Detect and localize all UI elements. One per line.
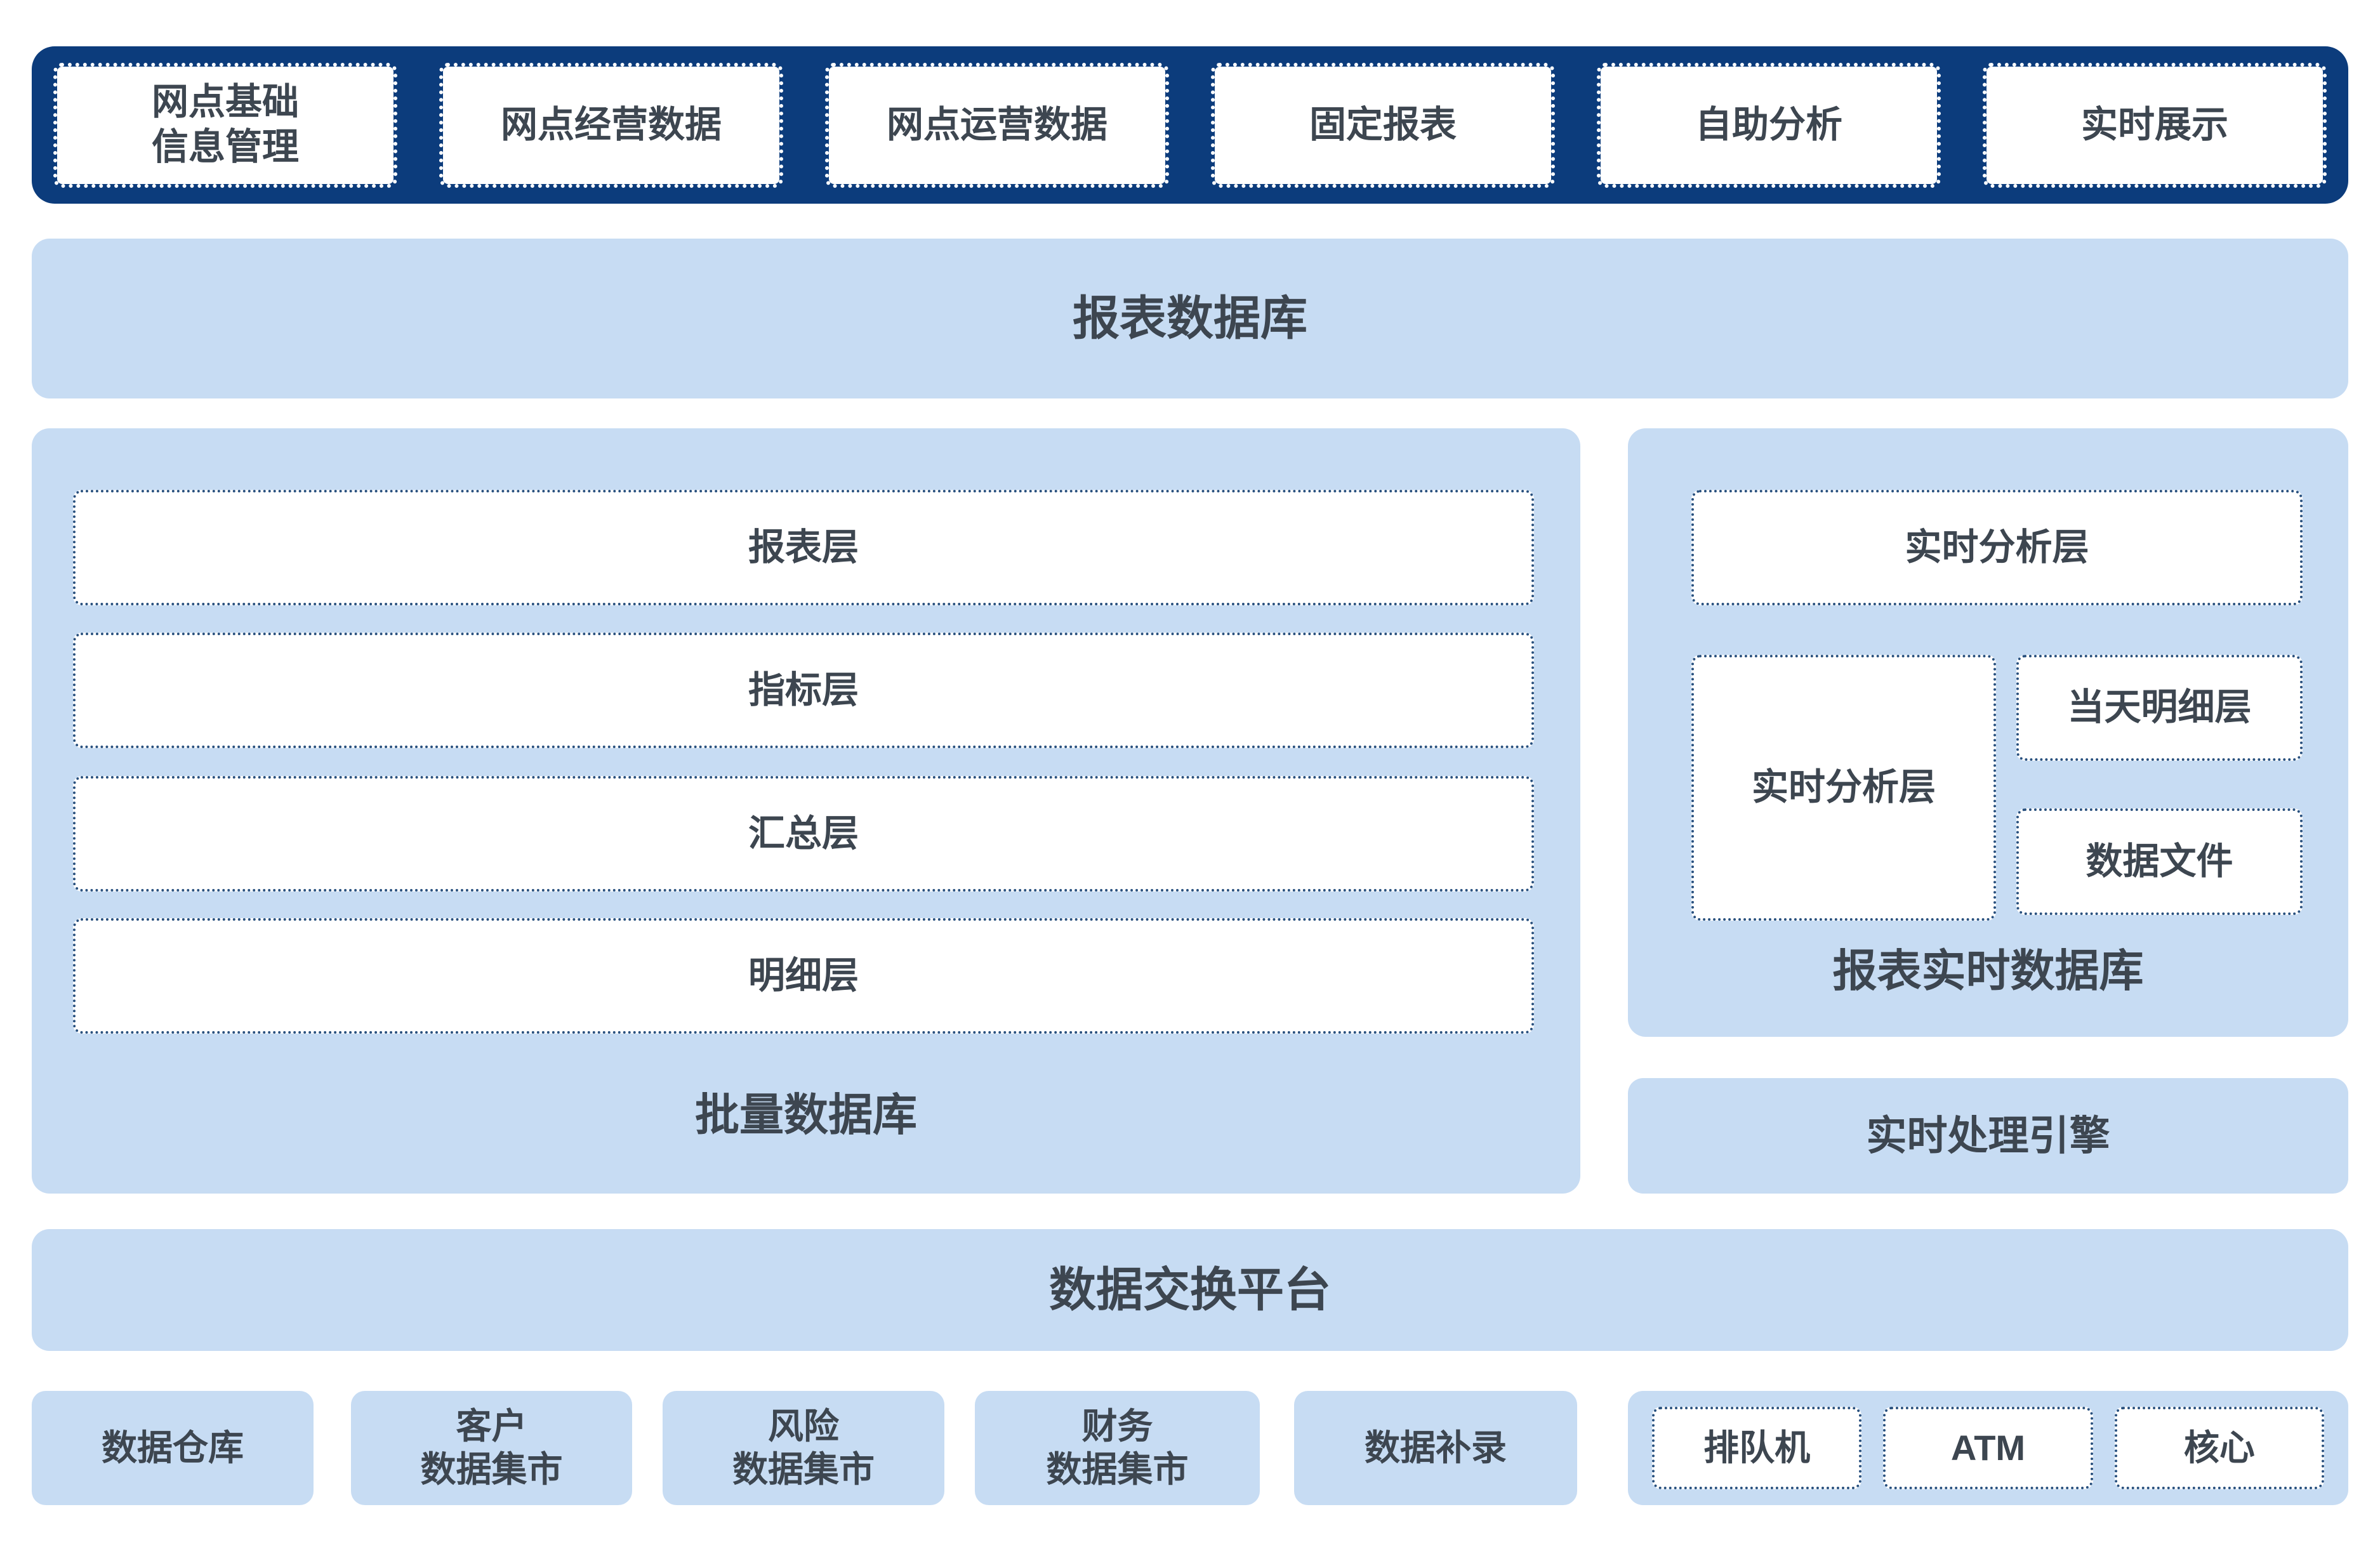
top-box-branch-info-label: 网点基础 信息管理 bbox=[151, 81, 299, 168]
source-box-finance-mart-label: 财务 数据集市 bbox=[1046, 1405, 1189, 1489]
channel-box-queue-machine-label: 排队机 bbox=[1703, 1427, 1811, 1468]
batch-database-title: 批量数据库 bbox=[32, 1068, 1580, 1163]
top-box-branch-operation-data-label: 网点运营数据 bbox=[886, 103, 1107, 145]
today-detail-label: 当天明细层 bbox=[2067, 687, 2252, 728]
layer-box-report-label: 报表层 bbox=[748, 526, 859, 568]
realtime-analysis-left-label: 实时分析层 bbox=[1751, 767, 1936, 808]
layer-box-summary-label: 汇总层 bbox=[748, 812, 859, 854]
top-box-fixed-report: 固定报表 bbox=[1211, 62, 1555, 188]
channel-box-core-label: 核心 bbox=[2183, 1427, 2255, 1468]
source-box-customer-mart: 客户 数据集市 bbox=[351, 1391, 632, 1505]
source-box-data-supplement: 数据补录 bbox=[1294, 1391, 1577, 1505]
layer-box-detail-label: 明细层 bbox=[748, 954, 859, 996]
source-box-risk-mart-label: 风险 数据集市 bbox=[732, 1405, 875, 1489]
batch-database-panel: 报表层 指标层 汇总层 明细层 批量数据库 bbox=[32, 428, 1580, 1194]
layer-box-indicator: 指标层 bbox=[73, 633, 1534, 748]
layer-box-indicator-label: 指标层 bbox=[748, 669, 859, 711]
application-layer-bar: 网点基础 信息管理 网点经营数据 网点运营数据 固定报表 自助分析 实时展示 bbox=[32, 46, 2348, 204]
data-exchange-label: 数据交换平台 bbox=[1049, 1263, 1331, 1316]
top-box-realtime-display-label: 实时展示 bbox=[2080, 103, 2228, 145]
top-box-fixed-report-label: 固定报表 bbox=[1309, 103, 1457, 145]
source-box-customer-mart-label: 客户 数据集市 bbox=[420, 1405, 563, 1489]
top-box-self-service-analysis-label: 自助分析 bbox=[1695, 103, 1842, 145]
top-box-branch-info: 网点基础 信息管理 bbox=[53, 62, 397, 188]
source-box-finance-mart: 财务 数据集市 bbox=[975, 1391, 1260, 1505]
layer-box-summary: 汇总层 bbox=[73, 776, 1534, 892]
data-file-box: 数据文件 bbox=[2016, 808, 2303, 915]
source-box-risk-mart: 风险 数据集市 bbox=[663, 1391, 944, 1505]
realtime-analysis-left-box: 实时分析层 bbox=[1691, 655, 1996, 921]
data-file-label: 数据文件 bbox=[2086, 840, 2233, 882]
top-box-branch-operation-data: 网点运营数据 bbox=[825, 62, 1169, 188]
source-box-data-warehouse-label: 数据仓库 bbox=[102, 1427, 244, 1468]
channel-box-atm-label: ATM bbox=[1950, 1427, 2026, 1468]
channel-box-queue-machine: 排队机 bbox=[1652, 1407, 1862, 1489]
source-box-data-warehouse: 数据仓库 bbox=[32, 1391, 314, 1505]
top-box-branch-business-data: 网点经营数据 bbox=[439, 62, 783, 188]
report-database-label: 报表数据库 bbox=[1073, 291, 1307, 345]
channel-box-core: 核心 bbox=[2114, 1407, 2324, 1489]
data-exchange-band: 数据交换平台 bbox=[32, 1229, 2348, 1351]
realtime-analysis-top-box: 实时分析层 bbox=[1691, 490, 2303, 605]
realtime-engine-label: 实时处理引擎 bbox=[1866, 1112, 2110, 1159]
layer-box-detail: 明细层 bbox=[73, 918, 1534, 1034]
realtime-analysis-top-label: 实时分析层 bbox=[1905, 526, 2089, 568]
report-database-band: 报表数据库 bbox=[32, 239, 2348, 398]
channel-box-atm: ATM bbox=[1883, 1407, 2093, 1489]
top-box-branch-business-data-label: 网点经营数据 bbox=[500, 103, 722, 145]
channel-panel: 排队机 ATM 核心 bbox=[1628, 1391, 2348, 1505]
realtime-database-title-label: 报表实时数据库 bbox=[1832, 946, 2144, 996]
layer-box-report: 报表层 bbox=[73, 490, 1534, 605]
realtime-database-title: 报表实时数据库 bbox=[1628, 924, 2348, 1019]
top-box-realtime-display: 实时展示 bbox=[1983, 62, 2327, 188]
top-box-self-service-analysis: 自助分析 bbox=[1597, 62, 1941, 188]
batch-database-title-label: 批量数据库 bbox=[695, 1090, 917, 1140]
source-box-data-supplement-label: 数据补录 bbox=[1365, 1427, 1507, 1468]
realtime-engine-bar: 实时处理引擎 bbox=[1628, 1078, 2348, 1194]
today-detail-box: 当天明细层 bbox=[2016, 655, 2303, 761]
realtime-database-panel: 实时分析层 实时分析层 当天明细层 数据文件 报表实时数据库 bbox=[1628, 428, 2348, 1037]
